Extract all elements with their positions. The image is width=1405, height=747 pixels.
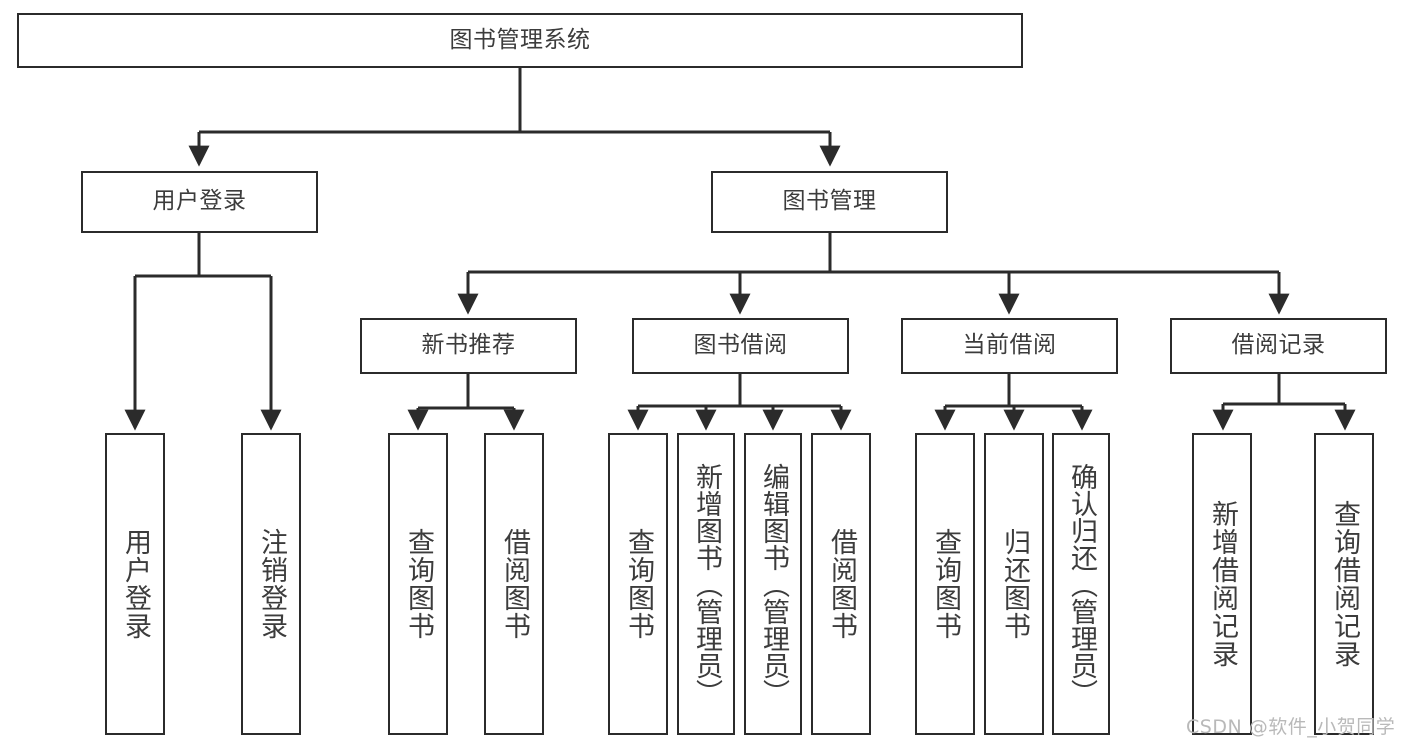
leaf-recommend-query-book[interactable]: 查询图书 <box>388 433 448 735</box>
node-label: 查询图书 <box>930 528 962 640</box>
node-label: 借阅图书 <box>499 528 531 640</box>
leaf-borrow-edit-book-admin[interactable]: 编辑图书（管理员） <box>744 433 802 735</box>
leaf-user-logout[interactable]: 注销登录 <box>241 433 301 735</box>
node-label: 查询借阅记录 <box>1329 500 1361 668</box>
node-label: 编辑图书（管理员） <box>758 462 790 706</box>
leaf-record-add-record[interactable]: 新增借阅记录 <box>1192 433 1252 735</box>
node-label: 新增图书（管理员） <box>691 462 723 706</box>
leaf-borrow-borrow-book[interactable]: 借阅图书 <box>811 433 871 735</box>
node-label: 归还图书 <box>999 528 1031 640</box>
leaf-current-confirm-return-admin[interactable]: 确认归还（管理员） <box>1052 433 1110 735</box>
leaf-current-query-book[interactable]: 查询图书 <box>915 433 975 735</box>
node-user-login[interactable]: 用户登录 <box>81 171 318 233</box>
leaf-record-query-record[interactable]: 查询借阅记录 <box>1314 433 1374 735</box>
node-label: 查询图书 <box>623 528 655 640</box>
node-label: 图书管理系统 <box>449 26 591 53</box>
node-book-management[interactable]: 图书管理 <box>711 171 948 233</box>
node-root-system[interactable]: 图书管理系统 <box>17 13 1023 68</box>
node-current-borrow[interactable]: 当前借阅 <box>901 318 1118 374</box>
node-label: 当前借阅 <box>962 332 1057 359</box>
csdn-watermark: CSDN @软件_小贺同学 <box>1186 716 1396 738</box>
leaf-borrow-query-book[interactable]: 查询图书 <box>608 433 668 735</box>
node-label: 用户登录 <box>152 188 247 215</box>
node-label: 注销登录 <box>256 528 288 640</box>
leaf-user-login[interactable]: 用户登录 <box>105 433 165 735</box>
node-label: 新书推荐 <box>421 332 516 359</box>
node-label: 借阅记录 <box>1231 332 1326 359</box>
node-label: 图书借阅 <box>693 332 788 359</box>
leaf-borrow-add-book-admin[interactable]: 新增图书（管理员） <box>677 433 735 735</box>
node-label: 借阅图书 <box>826 528 858 640</box>
leaf-recommend-borrow-book[interactable]: 借阅图书 <box>484 433 544 735</box>
node-new-book-recommend[interactable]: 新书推荐 <box>360 318 577 374</box>
node-label: 新增借阅记录 <box>1207 500 1239 668</box>
node-borrow-record[interactable]: 借阅记录 <box>1170 318 1387 374</box>
node-label: 图书管理 <box>782 188 877 215</box>
node-book-borrow[interactable]: 图书借阅 <box>632 318 849 374</box>
leaf-current-return-book[interactable]: 归还图书 <box>984 433 1044 735</box>
node-label: 用户登录 <box>120 528 152 640</box>
node-label: 确认归还（管理员） <box>1066 462 1098 706</box>
node-label: 查询图书 <box>403 528 435 640</box>
